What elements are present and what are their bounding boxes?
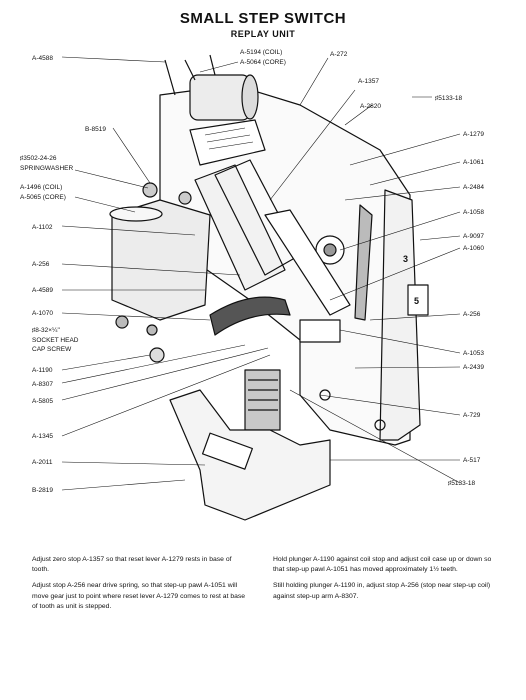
info-plate — [189, 119, 266, 166]
instructions-right: Hold plunger A-1190 against coil stop an… — [273, 555, 495, 608]
top-coil-end — [241, 74, 259, 120]
label-a729: A-729 — [463, 412, 481, 419]
label-a5065: A-5065 (CORE) — [20, 194, 66, 201]
label-3502: ♯3502-24-26 — [20, 155, 57, 162]
pawl-block — [299, 319, 341, 343]
label-a1279: A-1279 — [463, 131, 484, 138]
step-up-arm — [194, 164, 286, 291]
label-a256-left: A-256 — [32, 261, 50, 268]
drive-spring — [209, 296, 291, 336]
label-a8307: A-8307 — [32, 381, 53, 388]
right-side-plate — [379, 189, 421, 441]
label-a517: A-517 — [463, 457, 481, 464]
label-a1345: A-1345 — [32, 433, 53, 440]
label-a272: A-272 — [330, 51, 348, 58]
springwasher-part — [142, 182, 158, 198]
label-a9097: A-9097 — [463, 233, 484, 240]
diagram-subtitle: REPLAY UNIT — [230, 29, 296, 39]
instruction-zero-stop: Adjust zero stop A-1357 so that reset le… — [32, 556, 232, 574]
label-5133-bottom: ♯5133-18 — [448, 480, 475, 487]
label-a1061: A-1061 — [463, 159, 484, 166]
label-a1070: A-1070 — [32, 310, 53, 317]
instruction-plunger-coil: Hold plunger A-1190 against coil stop an… — [273, 556, 492, 574]
cap-screw — [115, 315, 129, 329]
label-a1190: A-1190 — [32, 367, 53, 374]
label-a1496: A-1496 (COIL) — [20, 184, 62, 191]
reset-lever — [264, 209, 351, 316]
label-a1357: A-1357 — [358, 78, 379, 85]
label-832-screw: ♯8-32×¼" — [32, 327, 60, 334]
plate-number-3: 3 — [403, 254, 408, 264]
label-springwasher: SPRINGWASHER — [20, 165, 74, 172]
plate-number-5: 5 — [414, 296, 419, 306]
label-socket-head: SOCKET HEAD — [32, 337, 79, 344]
instruction-step-up-arm-stop: Still holding plunger A-1190 in, adjust … — [273, 582, 491, 600]
label-a1058: A-1058 — [463, 209, 484, 216]
plunger — [149, 347, 165, 363]
label-a4589: A-4589 — [32, 287, 53, 294]
diagram-title: SMALL STEP SWITCH — [179, 10, 347, 27]
label-a1053: A-1053 — [463, 350, 484, 357]
label-cap-screw: CAP SCREW — [32, 346, 72, 353]
right-window — [407, 284, 429, 316]
right-spring — [354, 204, 373, 321]
label-a256-right: A-256 — [463, 311, 481, 318]
label-a5805: A-5805 — [32, 398, 53, 405]
label-a2820: A-2820 — [360, 103, 381, 110]
base-label-tag — [201, 432, 253, 470]
label-a5064: A-5064 (CORE) — [240, 59, 286, 66]
label-a4588: A-4588 — [32, 55, 53, 62]
label-a5194: A-5194 (COIL) — [240, 49, 282, 56]
label-a2439: A-2439 — [463, 364, 484, 371]
label-b2819: B-2819 — [32, 487, 53, 494]
instruction-drive-spring-stop: Adjust stop A-256 near drive spring, so … — [32, 582, 246, 610]
label-a1060: A-1060 — [463, 245, 484, 252]
instructions-left: Adjust zero stop A-1357 so that reset le… — [32, 555, 250, 618]
top-coil — [189, 74, 251, 121]
label-5133-top: ♯5133-18 — [435, 95, 462, 102]
label-a2011: A-2011 — [32, 459, 53, 466]
label-b8519: B-8519 — [85, 126, 106, 133]
label-a2484: A-2484 — [463, 184, 484, 191]
label-a1102: A-1102 — [32, 224, 53, 231]
